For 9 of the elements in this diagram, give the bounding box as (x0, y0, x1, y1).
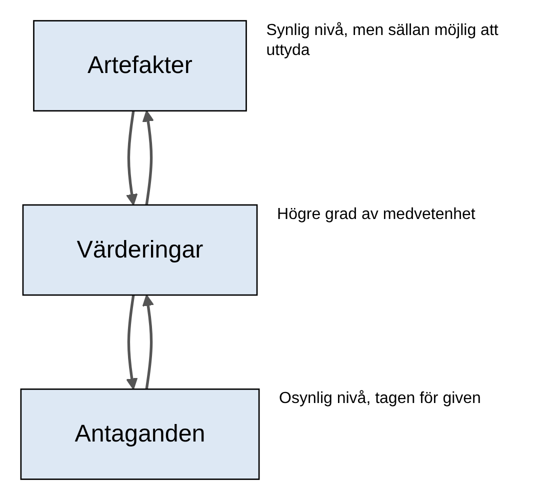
arrow (126, 110, 138, 206)
arrow (126, 294, 138, 390)
node-box (20, 388, 260, 480)
side-note: Osynlig nivå, tagen för given (279, 389, 482, 410)
arrow (142, 110, 154, 206)
node-box (22, 204, 258, 296)
arrow (142, 294, 154, 390)
side-note: Högre grad av medvetenhet (277, 204, 476, 225)
node-box (33, 20, 247, 112)
